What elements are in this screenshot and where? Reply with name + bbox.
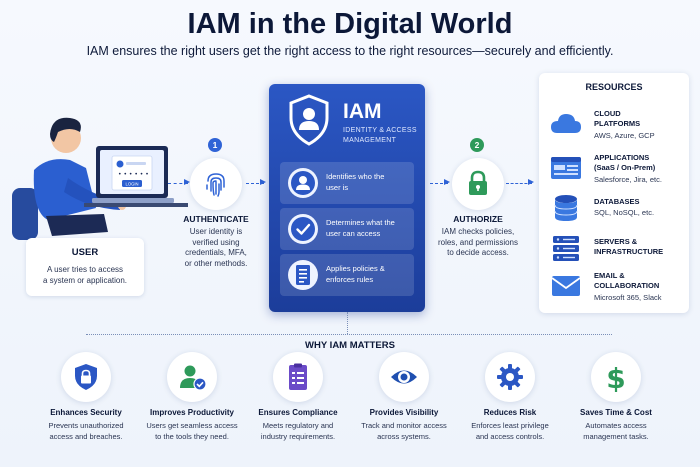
why-cost-title: Saves Time & Cost	[580, 408, 652, 417]
flow-arrow-iam-to-authorize	[430, 179, 450, 186]
why-risk-desc: Enforces least privilege and access cont…	[471, 421, 549, 441]
dollar-icon: $	[606, 362, 625, 392]
why-security-desc: Prevents unauthorized access and breache…	[48, 421, 124, 441]
authenticate-description: User identity is verified using credenti…	[184, 227, 248, 268]
iam-subtitle: IDENTITY & ACCESS MANAGEMENT	[343, 127, 417, 144]
why-cost-desc: Automates access management tasks.	[583, 421, 649, 441]
authorize-description: IAM checks policies, roles, and permissi…	[437, 227, 519, 257]
resources-panel: RESOURCES CLOUD PLATFORMS AWS, Azure, GC…	[539, 73, 689, 313]
user-title: USER	[71, 247, 99, 258]
lock-icon	[469, 170, 487, 195]
cloud-icon	[551, 114, 581, 133]
page-title: IAM in the Digital World	[187, 8, 513, 40]
checklist-icon	[289, 363, 307, 390]
eye-icon	[391, 370, 417, 384]
resource-applications-name: APPLICATIONS (SaaS / On-Prem)	[594, 153, 656, 172]
shield-lock-icon	[75, 364, 97, 390]
app-window-icon	[551, 157, 581, 179]
iam-function-identify-text: Identifies who the user is	[326, 172, 385, 192]
why-risk-title: Reduces Risk	[483, 408, 537, 417]
page-subtitle: IAM ensures the right users get the righ…	[86, 44, 614, 58]
resource-cloud-sub: AWS, Azure, GCP	[594, 131, 655, 140]
why-security-title: Enhances Security	[50, 408, 122, 417]
step-number-2: 2	[470, 138, 484, 152]
iam-function-identify: Identifies who the user is	[280, 162, 414, 204]
why-visibility-desc: Track and monitor access across systems.	[361, 421, 447, 441]
user-description: A user tries to access a system or appli…	[42, 265, 128, 285]
iam-function-policies-text: Applies policies & enforces rules	[326, 264, 385, 284]
iam-panel: IAM IDENTITY & ACCESS MANAGEMENT Identif…	[269, 84, 425, 312]
user-card: USER A user tries to access a system or …	[26, 238, 144, 296]
laptop-login-button-label: LOGIN	[125, 182, 138, 187]
iam-function-determine: Determines what the user can access	[280, 208, 414, 250]
iam-function-determine-text: Determines what the user can access	[326, 218, 395, 238]
connector-stem	[347, 312, 348, 334]
resource-email-name: EMAIL & COLLABORATION	[594, 271, 660, 290]
gear-icon	[497, 364, 523, 390]
why-title: WHY IAM MATTERS	[305, 340, 395, 351]
user-at-laptop-illustration: • • • • • • LOGIN	[12, 117, 188, 240]
why-item-risk: Reduces Risk Enforces least privilege an…	[452, 352, 568, 442]
flow-arrow-user-to-authenticate	[168, 179, 190, 186]
resource-applications-sub: Salesforce, Jira, etc.	[594, 175, 662, 184]
why-item-compliance: Ensures Compliance Meets regulatory and …	[240, 352, 356, 442]
resources-title: RESOURCES	[585, 82, 643, 92]
authorize-icon-circle	[452, 158, 504, 210]
why-productivity-title: Improves Productivity	[149, 408, 235, 417]
check-icon	[291, 217, 315, 241]
iam-label: IAM	[343, 100, 382, 123]
why-productivity-desc: Users get seamless access to the tools t…	[146, 421, 238, 441]
iam-function-policies: Applies policies & enforces rules	[280, 254, 414, 296]
authorize-title: AUTHORIZE	[453, 214, 503, 224]
iam-shield-icon	[289, 94, 329, 146]
why-item-security: Enhances Security Prevents unauthorized …	[28, 352, 144, 442]
user-check-icon	[180, 365, 207, 391]
fingerprint-icon	[206, 173, 225, 197]
document-icon	[296, 265, 310, 285]
step-number-1: 1	[208, 138, 222, 152]
resource-databases-sub: SQL, NoSQL, etc.	[594, 208, 655, 217]
why-item-cost: $ Saves Time & Cost Automates access man…	[558, 352, 674, 442]
server-icon	[553, 236, 579, 261]
why-compliance-title: Ensures Compliance	[258, 408, 338, 417]
connector-line	[86, 334, 612, 335]
user-icon	[291, 171, 315, 195]
svg-text:• • • • • •: • • • • • •	[118, 171, 149, 178]
why-item-productivity: Improves Productivity Users get seamless…	[134, 352, 250, 442]
email-icon	[551, 276, 581, 296]
database-icon	[554, 195, 578, 221]
why-visibility-title: Provides Visibility	[369, 408, 439, 417]
resource-databases-name: DATABASES	[594, 197, 640, 206]
authenticate-icon-circle	[190, 158, 242, 210]
resource-email-sub: Microsoft 365, Slack	[594, 293, 662, 302]
authenticate-title: AUTHENTICATE	[183, 214, 249, 224]
svg-text:$: $	[606, 362, 625, 392]
why-item-visibility: Provides Visibility Track and monitor ac…	[346, 352, 462, 442]
resource-servers-name: SERVERS & INFRASTRUCTURE	[594, 237, 664, 256]
flow-arrow-authorize-to-resources	[506, 179, 534, 186]
why-compliance-desc: Meets regulatory and industry requiremen…	[260, 421, 336, 441]
flow-arrow-authenticate-to-iam	[246, 179, 266, 186]
resource-cloud-name: CLOUD PLATFORMS	[594, 109, 641, 128]
